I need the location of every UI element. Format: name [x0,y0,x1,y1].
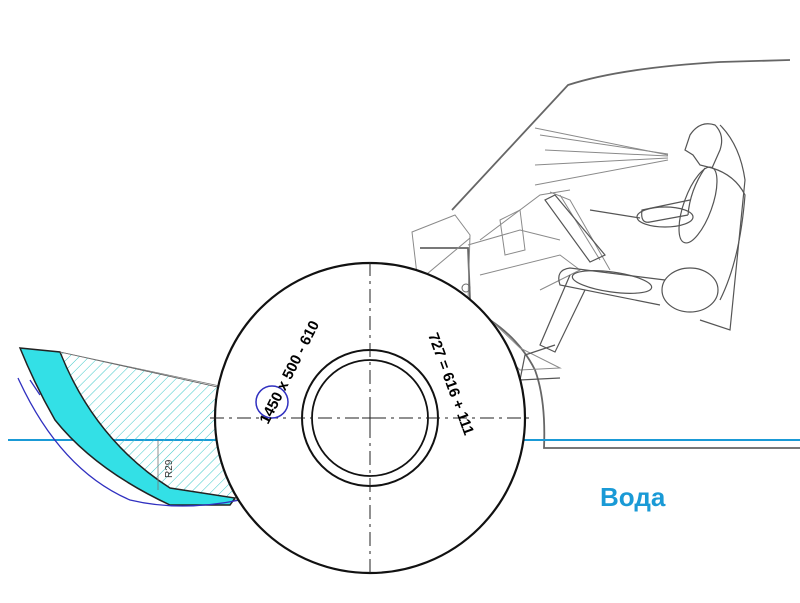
blade-guide-curves [17,377,241,507]
driver-figure [519,123,746,381]
wheel [210,261,530,578]
contact-point-circle [255,385,289,419]
water-label: Вода [600,482,666,512]
radius-dimension-label: R29 [164,459,175,478]
sight-rays [534,127,669,186]
paddle-blade [18,347,237,506]
center-cross [362,410,378,426]
